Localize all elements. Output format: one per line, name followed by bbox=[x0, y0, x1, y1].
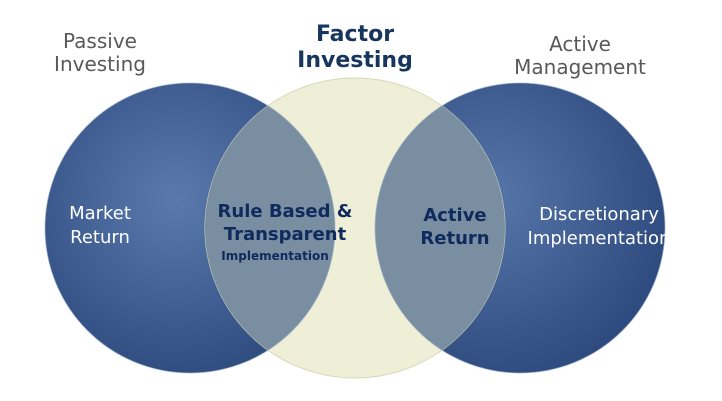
factor-investing-heading: Factor Investing bbox=[297, 22, 413, 73]
implementation-sublabel: Implementation bbox=[221, 249, 329, 263]
passive-investing-heading: Passive Investing bbox=[54, 29, 146, 76]
discretionary-implementation-label: Discretionary Implementation bbox=[527, 204, 671, 249]
right-overlap-region bbox=[375, 83, 505, 373]
rule-based-transparent-label: Rule Based & Transparent bbox=[217, 201, 353, 245]
left-overlap-region bbox=[205, 83, 335, 373]
market-return-label: Market Return bbox=[69, 203, 131, 248]
active-management-heading: Active Management bbox=[514, 32, 646, 79]
active-return-label: Active Return bbox=[420, 205, 490, 249]
